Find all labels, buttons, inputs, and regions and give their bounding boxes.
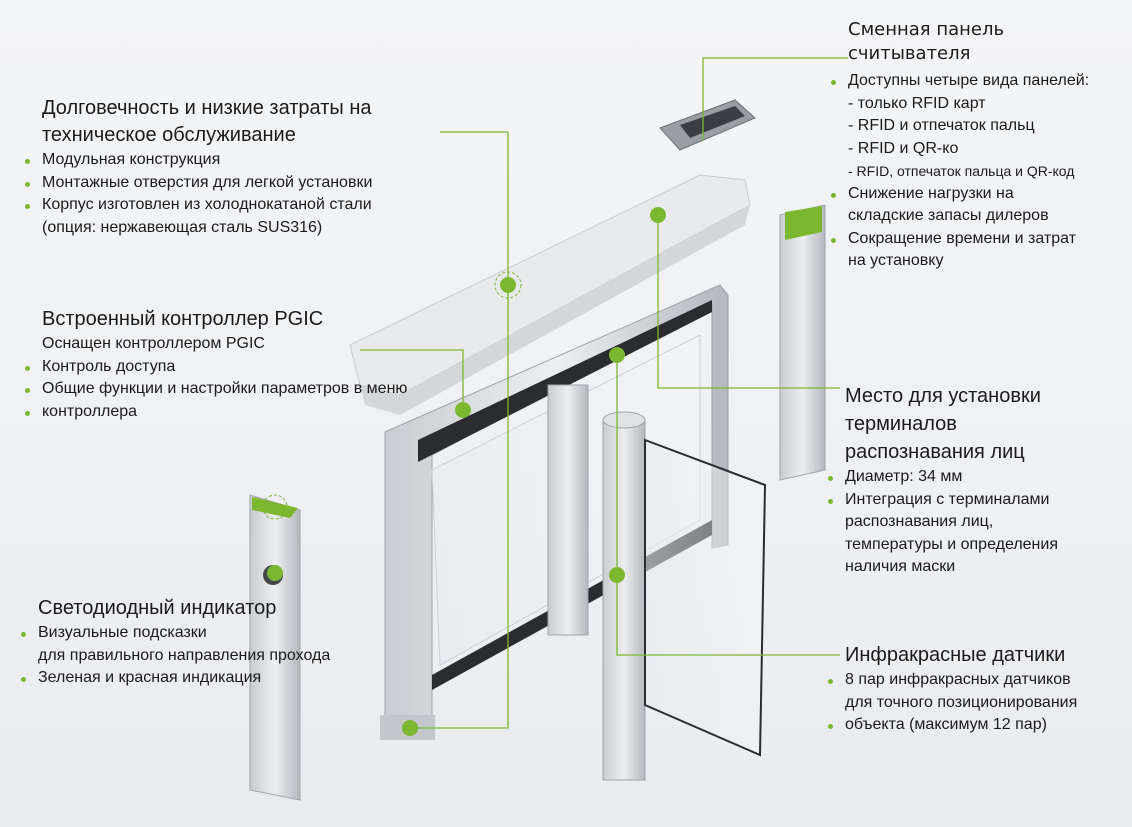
section-title: Инфракрасные датчики xyxy=(845,644,1066,666)
panel-option: - RFID и отпечаток пальц xyxy=(848,117,1035,134)
marker-dot xyxy=(267,565,283,581)
bullet-continuation: для точного позиционирования xyxy=(845,693,1078,711)
face-terminal-section: Место для установки терминалов распознав… xyxy=(828,382,1058,579)
led-section: Светодиодный индикатор Визуальные подска… xyxy=(20,595,331,690)
bullet-continuation: складские запасы дилеров xyxy=(848,207,1049,224)
marker-dot xyxy=(402,720,418,736)
marker-dot xyxy=(455,402,471,418)
section-title: Сменная панель xyxy=(848,19,1005,40)
panel-option: - RFID и QR-ко xyxy=(848,139,959,157)
bullet-item: Зеленая и красная индикация xyxy=(20,667,330,690)
bullet-continuation: температуры и определения xyxy=(845,535,1058,553)
section-title: Место для установки xyxy=(845,385,1041,407)
panel-option: - RFID, отпечаток пальца и QR-код xyxy=(848,163,1075,179)
bullet-continuation: распознавания лиц, xyxy=(845,513,994,530)
bullet-item: Контроль доступа xyxy=(24,356,407,379)
controller-section: Встроенный контроллер PGIC Оснащен контр… xyxy=(24,306,407,424)
reader-panel xyxy=(659,99,756,151)
bullet-item: Диаметр: 34 мм xyxy=(828,466,1058,489)
bullet-item: контроллера xyxy=(24,401,407,424)
right-pillar xyxy=(779,204,826,481)
reader-panel-section: Сменная панель считывателя Доступны четы… xyxy=(830,18,1089,273)
bullet-item: Визуальные подсказки xyxy=(20,622,330,645)
bullet-item: Интеграция с терминалами xyxy=(828,489,1058,512)
bullet-continuation: (опция: нержавеющая сталь SUS316) xyxy=(42,218,323,236)
callout-lines xyxy=(360,57,848,729)
section-title: Светодиодный индикатор xyxy=(38,597,277,619)
bullet-item: Сокращение времени и затрат xyxy=(830,228,1089,251)
marker-dot xyxy=(609,347,625,363)
bullet-continuation: для правильного направления прохода xyxy=(38,646,331,664)
top-cover-beam xyxy=(349,174,751,415)
marker-dot xyxy=(494,271,522,299)
bullet-item: Доступны четыре вида панелей: xyxy=(830,70,1089,93)
marker-dot xyxy=(650,207,666,223)
section-title: распознавания лиц xyxy=(845,441,1025,463)
bullet-item: Модульная конструкция xyxy=(24,149,372,172)
section-title: техническое обслуживание xyxy=(42,124,296,146)
bullet-item: Снижение нагрузки на xyxy=(830,183,1089,206)
swing-gate xyxy=(602,411,767,781)
bullet-item: Общие функции и настройки параметров в м… xyxy=(24,378,407,401)
marker-dot xyxy=(609,567,625,583)
bullet-item: Монтажные отверстия для легкой установки xyxy=(24,172,372,195)
section-title: Долговечность и низкие затраты на xyxy=(42,97,372,119)
bullet-continuation: наличия маски xyxy=(845,558,956,575)
infrared-section: Инфракрасные датчики 8 пар инфракрасных … xyxy=(827,642,1078,737)
bullet-item: объекта (максимум 12 пар) xyxy=(827,714,1077,737)
callout-markers xyxy=(262,207,666,736)
section-title: Встроенный контроллер PGIC xyxy=(42,308,324,330)
durability-section: Долговечность и низкие затраты на технич… xyxy=(24,95,372,239)
bullet-item: 8 пар инфракрасных датчиков xyxy=(827,669,1077,692)
panel-option: - только RFID карт xyxy=(848,94,986,112)
marker-dot xyxy=(262,494,288,520)
bullet-continuation: на установку xyxy=(848,252,944,269)
subtitle: Оснащен контроллером PGIC xyxy=(42,335,265,352)
bullet-item: Корпус изготовлен из холоднокатаной стал… xyxy=(24,194,372,217)
section-title: считывателя xyxy=(848,43,971,64)
section-title: терминалов xyxy=(845,413,957,435)
